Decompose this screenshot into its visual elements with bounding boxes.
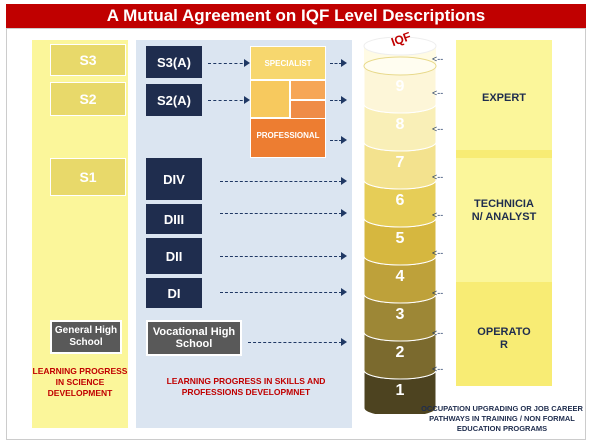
iqf-level-disc	[363, 255, 437, 304]
occupation-caption: OCCUPATION UPGRADING OR JOB CAREER PATHW…	[421, 404, 583, 433]
iqf-level-number: 1	[395, 382, 405, 399]
vocational-box-s2a: S2(A)	[146, 84, 202, 116]
specialist-professional-mosaic	[250, 46, 326, 158]
iqf-level-number: 5	[395, 230, 405, 247]
arrow-professional-head	[341, 136, 347, 144]
arrow-vhs-line	[248, 342, 342, 343]
iqf-level-disc	[363, 369, 437, 414]
vocational-box-dii: DII	[146, 238, 202, 274]
arrow-di-line	[220, 292, 342, 293]
professional-label: PROFESSIONAL	[256, 130, 320, 140]
arrow-vhs-head	[341, 338, 347, 346]
iqf-level-number: 7	[395, 154, 405, 171]
arrow-s3a-head	[244, 59, 250, 67]
arrow-s2a-right-line	[330, 100, 342, 101]
arrow-div-head	[341, 177, 347, 185]
occupation-arrow-left: <--	[432, 124, 444, 134]
arrow-dii-line	[220, 256, 342, 257]
arrow-specialist-line	[330, 63, 342, 64]
iqf-level-number: 2	[395, 344, 405, 361]
arrow-s2a-right-head	[341, 96, 347, 104]
occupation-arrow-left: <--	[432, 172, 444, 182]
iqf-level-disc	[363, 293, 437, 342]
science-box-s2: S2	[50, 82, 126, 116]
arrow-dii-head	[341, 252, 347, 260]
iqf-ladder-cap-top	[363, 36, 437, 56]
iqf-level-number: 6	[395, 192, 405, 209]
slide-frame	[6, 28, 586, 440]
occupation-arrow-left: <--	[432, 54, 444, 64]
occupation-arrow-left: <--	[432, 328, 444, 338]
occupation-arrow-left: <--	[432, 364, 444, 374]
iqf-level-disc	[363, 103, 437, 152]
arrow-div-line	[220, 181, 342, 182]
arrow-specialist-head	[341, 59, 347, 67]
occupation-band-divider	[456, 150, 552, 158]
vocational-box-di: DI	[146, 278, 202, 308]
mosaic-tile	[250, 46, 326, 80]
iqf-level-disc	[363, 217, 437, 266]
arrow-s2a-line	[208, 100, 248, 101]
iqf-level-disc	[363, 65, 437, 114]
specialist-label: SPECIALIST	[264, 58, 312, 68]
iqf-ladder-top	[363, 56, 437, 76]
mosaic-tile	[250, 118, 326, 158]
occupation-arrow-left: <--	[432, 210, 444, 220]
occupation-arrow-left: <--	[432, 248, 444, 258]
iqf-level-disc	[363, 141, 437, 190]
occupation-label-operator: OPERATO R	[477, 326, 531, 351]
mosaic-tile	[290, 80, 326, 100]
occupation-label-technician: TECHNICIA N/ ANALYST	[471, 198, 537, 223]
iqf-level-number: 3	[395, 306, 405, 323]
arrow-diii-line	[220, 213, 342, 214]
arrow-di-head	[341, 288, 347, 296]
science-caption: LEARNING PROGRESS IN SCIENCE DEVELOPMENT	[32, 366, 128, 398]
arrow-professional-line	[330, 140, 342, 141]
occupation-arrow-left: <--	[432, 288, 444, 298]
vocational-box-s3a: S3(A)	[146, 46, 202, 78]
arrow-diii-head	[341, 209, 347, 217]
vocational-box-diii: DIII	[146, 204, 202, 234]
science-box-s1: S1	[50, 158, 126, 196]
arrow-s2a-head	[244, 96, 250, 104]
occupation-label-expert: EXPERT	[481, 92, 526, 104]
iqf-level-disc	[363, 179, 437, 228]
vocational-box-div: DIV	[146, 158, 202, 200]
mosaic-tile	[250, 80, 290, 118]
occupation-band-operator	[456, 282, 552, 386]
general-high-school-box: General High School	[50, 320, 122, 354]
arrow-s3a-line	[208, 63, 248, 64]
page-title: A Mutual Agreement on IQF Level Descript…	[6, 4, 586, 28]
iqf-ladder	[363, 36, 437, 414]
vocational-caption: LEARNING PROGRESS IN SKILLS AND PROFESSI…	[166, 376, 326, 397]
iqf-level-number: 8	[395, 116, 405, 133]
iqf-level-number: 9	[395, 78, 405, 95]
iqf-level-number: 4	[395, 268, 405, 285]
science-box-s3: S3	[50, 44, 126, 76]
vocational-high-school-box: Vocational High School	[146, 320, 242, 356]
iqf-level-disc	[363, 331, 437, 380]
occupation-arrow-left: <--	[432, 88, 444, 98]
